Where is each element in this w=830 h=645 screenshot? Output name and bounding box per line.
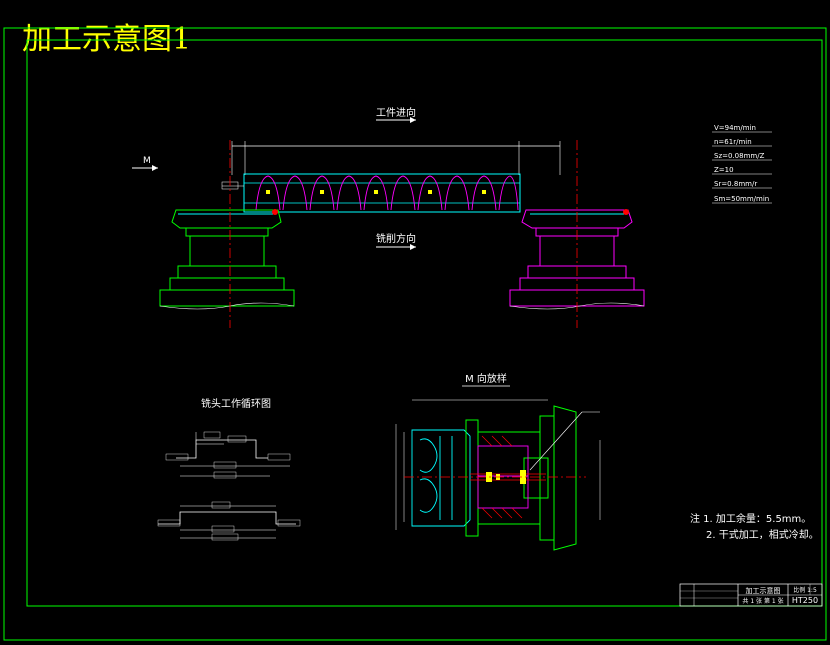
title-block-material: HT250 (792, 596, 818, 605)
milling-direction-label: 铣削方向 (376, 232, 416, 245)
note-line-1: 注 1. 加工余量：5.5mm。 (690, 514, 812, 525)
title-block-sheet-info: 共 1 张 第 1 张 (742, 597, 783, 605)
title-block: 加工示意图 共 1 张 第 1 张 比例 1:5 HT250 (679, 583, 823, 607)
title-block-drawing-name: 加工示意图 (746, 586, 781, 595)
title-block-scale: 比例 1:5 (793, 586, 817, 594)
view-arrow-label: M (143, 156, 151, 166)
inner-frame (26, 39, 823, 607)
param-spindle-speed: n=61r/min (714, 138, 752, 146)
param-feed-rate: Sm=50mm/min (714, 195, 769, 203)
workpiece-marks (266, 190, 486, 194)
fixture-outline (243, 173, 521, 213)
cycle-title: 铣头工作循环图 (201, 397, 271, 410)
top-view: 工件进向 铣削方向 M (132, 106, 645, 328)
outer-frame (3, 27, 827, 641)
param-cutting-speed: V=94m/min (714, 124, 756, 132)
workpiece-row (255, 175, 519, 211)
section-title: M 向放样 (465, 372, 507, 385)
param-feed-per-rev: Sr=0.8mm/r (714, 180, 757, 188)
param-tooth-count: Z=10 (714, 166, 734, 174)
section-view: M 向放样 (395, 372, 601, 551)
note-line-2: 2. 干式加工，相式冷却。 (706, 530, 819, 541)
feed-direction-label: 工件进向 (376, 106, 416, 119)
left-milling-head (159, 209, 295, 307)
parameter-table: V=94m/min n=61r/min Sz=0.08mm/Z Z=10 Sr=… (712, 124, 772, 204)
cycle-diagram: 铣头工作循环图 (157, 397, 301, 541)
param-feed-per-tooth: Sz=0.08mm/Z (714, 152, 765, 160)
